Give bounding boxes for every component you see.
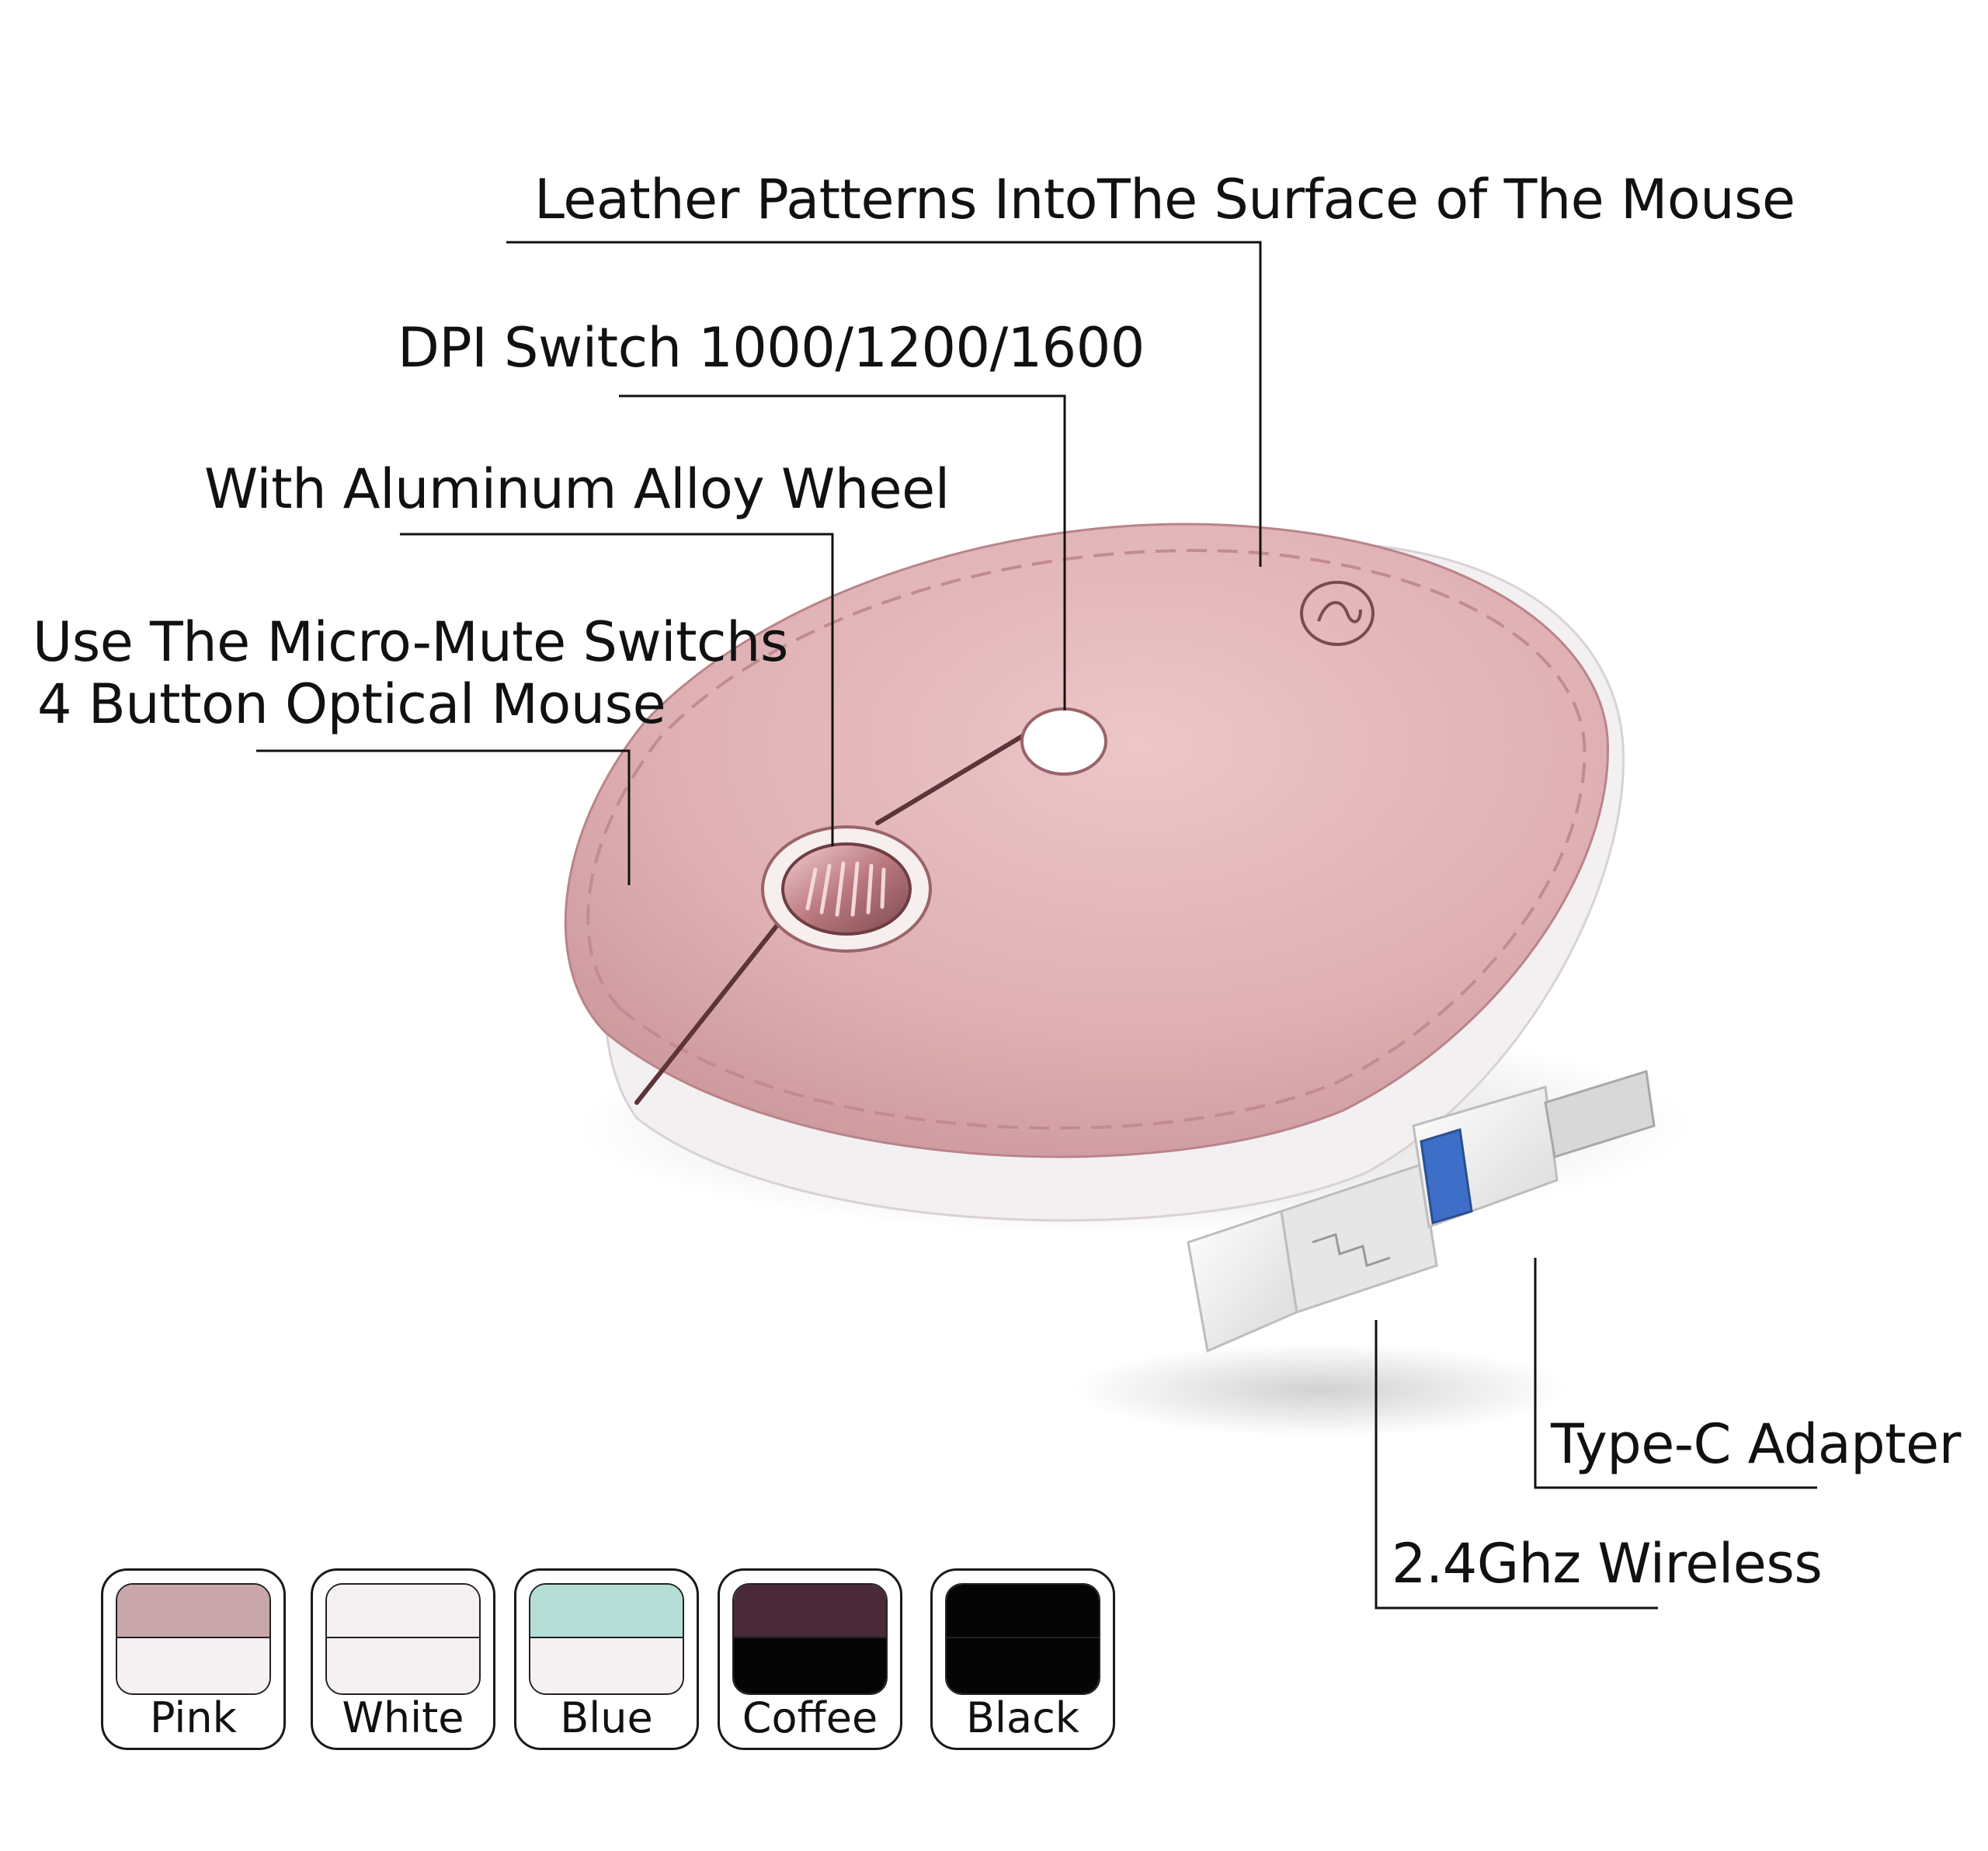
swatch-color-sample — [116, 1583, 271, 1695]
callout-leather-patterns: Leather Patterns IntoThe Surface of The … — [534, 168, 1795, 231]
swatch-color-sample — [945, 1583, 1100, 1695]
swatch-black: Black — [930, 1568, 1115, 1750]
usb-receiver — [1187, 1163, 1438, 1353]
mouse-stitching — [586, 548, 1587, 1130]
callout-type-c-adapter: Type-C Adapter — [1551, 1412, 1961, 1476]
leader-wireless — [1375, 1320, 1658, 1610]
swatch-top — [117, 1585, 269, 1639]
swatch-color-sample — [325, 1583, 481, 1695]
swatch-label: Blue — [560, 1693, 653, 1742]
swatch-coffee: Coffee — [718, 1568, 902, 1750]
mouse-button-split — [634, 728, 1035, 1105]
leader-dpi — [619, 394, 1066, 710]
swatch-label: Black — [965, 1693, 1080, 1742]
usb-receiver-plug — [1280, 1163, 1438, 1314]
swatch-top — [734, 1585, 886, 1639]
swatch-color-sample — [529, 1583, 684, 1695]
swatch-bottom — [327, 1638, 479, 1693]
callout-aluminum-wheel: With Aluminum Alloy Wheel — [204, 457, 950, 521]
swatch-top — [530, 1585, 683, 1639]
leader-leather — [506, 241, 1262, 567]
swatch-label: White — [342, 1693, 464, 1742]
callout-micro-mute: Use The Micro-Mute Switchs — [33, 610, 788, 674]
adapter-shadow — [1072, 1343, 1569, 1436]
callout-button-count: 4 Button Optical Mouse — [37, 672, 666, 736]
swatch-color-sample — [732, 1583, 888, 1695]
swatch-bottom — [947, 1638, 1099, 1693]
swatch-label: Coffee — [742, 1693, 878, 1742]
type-c-adapter — [1412, 1070, 1656, 1229]
brand-logo — [1300, 581, 1375, 646]
dpi-button — [1020, 707, 1107, 776]
type-c-plug — [1544, 1070, 1656, 1158]
wireless-mouse — [564, 523, 1625, 1222]
usb-a-port — [1420, 1128, 1473, 1224]
swatch-bottom — [734, 1638, 886, 1693]
mouse-leather-shell — [564, 523, 1609, 1158]
leader-typec — [1534, 1258, 1817, 1489]
swatch-blue: Blue — [514, 1568, 699, 1750]
brand-logo-script — [1317, 601, 1362, 623]
callout-wireless: 2.4Ghz Wireless — [1392, 1532, 1823, 1596]
leader-wheel — [400, 533, 834, 846]
wheel-ridges — [805, 861, 886, 917]
swatch-top — [327, 1585, 479, 1639]
leader-lines — [256, 241, 1817, 1610]
swatch-white: White — [311, 1568, 495, 1750]
swatch-bottom — [530, 1638, 683, 1693]
swatch-pink: Pink — [101, 1568, 286, 1750]
swatch-bottom — [117, 1638, 269, 1693]
swatch-top — [947, 1585, 1099, 1639]
leader-mute — [256, 749, 631, 885]
callout-dpi-switch: DPI Switch 1000/1200/1600 — [398, 316, 1145, 380]
swatch-label: Pink — [150, 1693, 237, 1742]
usb-receiver-contacts — [1312, 1233, 1391, 1267]
scroll-wheel — [781, 842, 912, 936]
